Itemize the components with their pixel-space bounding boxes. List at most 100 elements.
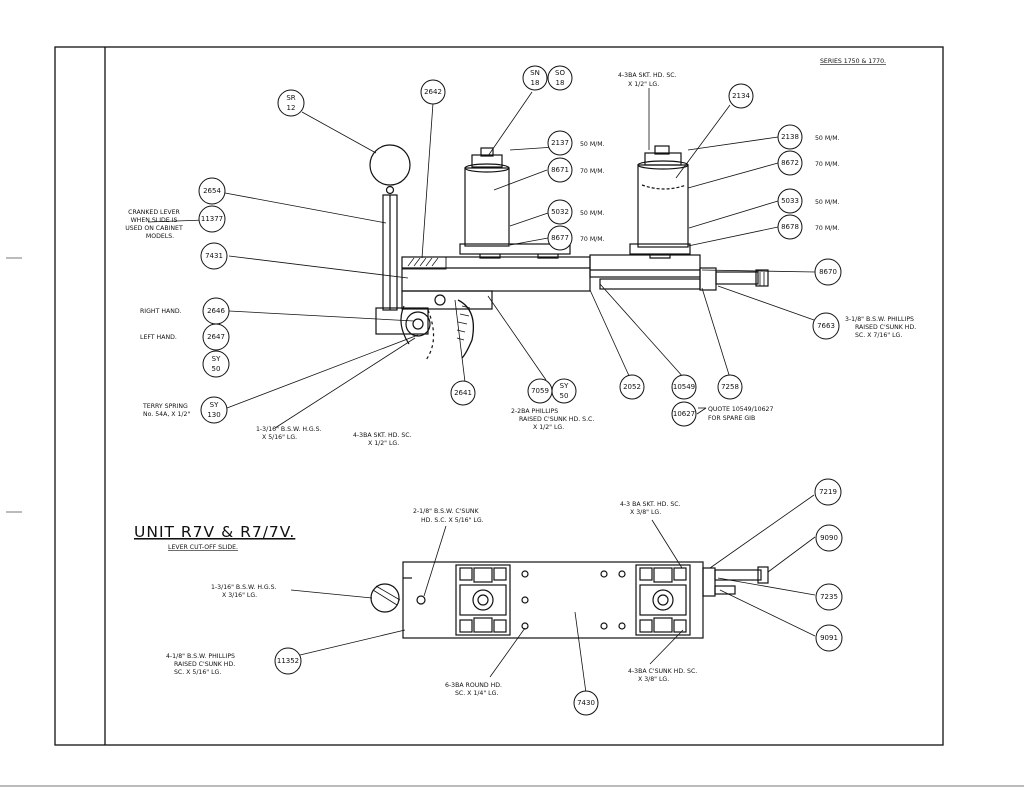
balloon-10549: 10549 xyxy=(671,374,697,400)
svg-text:10627: 10627 xyxy=(673,410,695,418)
note-right-hand: RIGHT HAND. xyxy=(140,308,182,315)
svg-text:9091: 9091 xyxy=(820,634,838,642)
svg-text:QUOTE 10549/10627: QUOTE 10549/10627 xyxy=(708,406,773,413)
svg-text:X 5/16" LG.: X 5/16" LG. xyxy=(262,434,297,441)
balloon-5032: 5032 xyxy=(547,199,573,225)
balloon-2646: 2646 xyxy=(202,297,230,325)
svg-text:4-3BA SKT. HD. SC.: 4-3BA SKT. HD. SC. xyxy=(618,72,677,79)
svg-text:SO: SO xyxy=(555,69,565,77)
balloon-8677: 8677 xyxy=(547,225,573,251)
svg-text:X 3/16" LG.: X 3/16" LG. xyxy=(222,592,257,599)
svg-text:9090: 9090 xyxy=(820,534,838,542)
svg-text:1-3/16" B.S.W. H.G.S.: 1-3/16" B.S.W. H.G.S. xyxy=(211,584,277,591)
balloon-sn-18: SN 18 xyxy=(522,65,548,91)
svg-text:18: 18 xyxy=(531,79,540,87)
svg-text:SY: SY xyxy=(210,401,219,409)
svg-text:SY: SY xyxy=(212,355,221,363)
svg-text:RAISED C'SUNK HD. S.C.: RAISED C'SUNK HD. S.C. xyxy=(519,416,594,423)
note-cranked-lever: CRANKED LEVER WHEN SLIDE IS USED ON CABI… xyxy=(125,209,183,240)
svg-text:8672: 8672 xyxy=(781,159,799,167)
svg-text:6-3BA ROUND HD.: 6-3BA ROUND HD. xyxy=(445,682,502,689)
svg-text:2641: 2641 xyxy=(454,389,472,397)
right-clamp-plate xyxy=(635,564,691,636)
svg-text:50: 50 xyxy=(560,392,569,400)
svg-text:FOR SPARE GIB: FOR SPARE GIB xyxy=(708,415,755,422)
svg-text:10549: 10549 xyxy=(673,383,695,391)
balloon-9090: 9090 xyxy=(815,524,843,552)
balloon-8672: 8672 xyxy=(777,150,803,176)
note-skt-38: 4-3 BA SKT. HD. SC. X 3/8" LG. xyxy=(620,501,681,516)
svg-text:2137: 2137 xyxy=(551,139,569,147)
size-2138: 50 M/M. xyxy=(815,135,840,142)
svg-text:X 1/2" LG.: X 1/2" LG. xyxy=(628,81,659,88)
unit-title: UNIT R7V & R7/7V. xyxy=(134,523,295,541)
note-quote-gib: QUOTE 10549/10627 FOR SPARE GIB xyxy=(708,406,773,422)
svg-text:7430: 7430 xyxy=(577,699,595,707)
svg-text:5033: 5033 xyxy=(781,197,799,205)
balloon-10627: 10627 xyxy=(671,401,697,427)
svg-text:11377: 11377 xyxy=(201,215,223,223)
balloon-2647: 2647 xyxy=(202,323,230,351)
lower-assembly xyxy=(370,561,769,639)
note-left-hand: LEFT HAND. xyxy=(140,334,177,341)
balloon-7235: 7235 xyxy=(815,583,843,611)
svg-text:4-3BA SKT. HD. SC.: 4-3BA SKT. HD. SC. xyxy=(353,432,412,439)
left-clamp-block xyxy=(464,167,510,247)
size-5033: 50 M/M. xyxy=(815,199,840,206)
svg-text:2138: 2138 xyxy=(781,133,799,141)
balloon-2642: 2642 xyxy=(420,79,446,105)
note-csunk-2-1-8: 2-1/8" B.S.W. C'SUNK HD. S.C. X 5/16" LG… xyxy=(413,508,484,524)
svg-text:X 3/8" LG.: X 3/8" LG. xyxy=(638,676,669,683)
svg-text:7235: 7235 xyxy=(820,593,838,601)
svg-text:X 1/2" LG.: X 1/2" LG. xyxy=(533,424,564,431)
balloon-2641: 2641 xyxy=(450,380,476,406)
note-skt-4: 4-3BA SKT. HD. SC. X 1/2" LG. xyxy=(353,432,412,447)
balloon-sy-50-b: SY 50 xyxy=(551,378,577,404)
size-2137: 50 M/M. xyxy=(580,141,605,148)
balloon-so-18: SO 18 xyxy=(547,65,573,91)
svg-text:2642: 2642 xyxy=(424,88,442,96)
balloon-7059: 7059 xyxy=(527,378,553,404)
svg-text:2-1/8" B.S.W. C'SUNK: 2-1/8" B.S.W. C'SUNK xyxy=(413,508,479,515)
leader-lines xyxy=(147,88,816,429)
svg-text:18: 18 xyxy=(556,79,565,87)
svg-text:50: 50 xyxy=(212,365,221,373)
size-5032: 50 M/M. xyxy=(580,210,605,217)
balloon-11352: 11352 xyxy=(274,647,302,675)
balloon-8671: 8671 xyxy=(547,157,573,183)
svg-text:WHEN SLIDE IS: WHEN SLIDE IS xyxy=(131,217,178,224)
size-8672: 70 M/M. xyxy=(815,161,840,168)
note-round-hd: 6-3BA ROUND HD. SC. X 1/4" LG. xyxy=(445,682,502,697)
balloon-9091: 9091 xyxy=(815,624,843,652)
svg-text:SC. X 5/16" LG.: SC. X 5/16" LG. xyxy=(174,669,221,676)
size-8678: 70 M/M. xyxy=(815,225,840,232)
balloon-sr-12: SR 12 xyxy=(277,89,305,117)
balloon-8670: 8670 xyxy=(814,258,842,286)
series-label: SERIES 1750 & 1770. xyxy=(820,58,886,65)
balloon-2052: 2052 xyxy=(619,374,645,400)
svg-text:1-3/16" B.S.W. H.G.S.: 1-3/16" B.S.W. H.G.S. xyxy=(256,426,322,433)
balloon-7219: 7219 xyxy=(814,478,842,506)
svg-text:SC. X 1/4" LG.: SC. X 1/4" LG. xyxy=(455,690,498,697)
svg-text:8671: 8671 xyxy=(551,166,569,174)
note-csunk-38: 4-3BA C'SUNK HD. SC. X 3/8" LG. xyxy=(628,668,697,683)
svg-text:2-2BA PHILLIPS: 2-2BA PHILLIPS xyxy=(511,408,558,415)
svg-text:X 1/2" LG.: X 1/2" LG. xyxy=(368,440,399,447)
size-8677: 70 M/M. xyxy=(580,236,605,243)
svg-text:MODELS.: MODELS. xyxy=(146,233,174,240)
svg-text:130: 130 xyxy=(207,411,220,419)
balloon-2654: 2654 xyxy=(198,177,226,205)
svg-text:8677: 8677 xyxy=(551,234,569,242)
svg-text:SY: SY xyxy=(560,382,569,390)
svg-text:8670: 8670 xyxy=(819,268,837,276)
svg-text:X 3/8" LG.: X 3/8" LG. xyxy=(630,509,661,516)
note-phillips-left: 4-1/8" B.S.W. PHILLIPS RAISED C'SUNK HD.… xyxy=(166,653,235,676)
upper-assembly xyxy=(369,144,769,361)
note-hgs-316: 1-3/16" B.S.W. H.G.S. X 3/16" LG. xyxy=(211,584,277,599)
note-hgs-516: 1-3/16" B.S.W. H.G.S. X 5/16" LG. xyxy=(256,426,322,441)
svg-text:2052: 2052 xyxy=(623,383,641,391)
balloon-2137: 2137 xyxy=(547,130,573,156)
balloon-2138: 2138 xyxy=(777,124,803,150)
note-terry-spring: TERRY SPRING No. 54A, X 1/2" xyxy=(142,403,190,418)
balloon-5033: 5033 xyxy=(777,188,803,214)
